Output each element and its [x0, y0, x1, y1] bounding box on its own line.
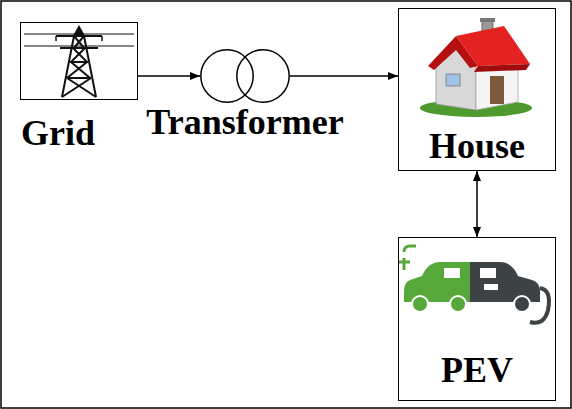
node-label: Transformer	[146, 104, 343, 142]
node-label: House	[429, 128, 525, 166]
connector-arrow	[476, 171, 478, 237]
pev-icon	[398, 246, 549, 323]
house-box: House	[398, 8, 556, 171]
connector-arrow	[138, 75, 200, 77]
transformer-coil	[237, 50, 289, 102]
node-label: Grid	[21, 115, 95, 153]
tower-icon	[24, 27, 134, 97]
pev-box: PEV	[398, 237, 556, 401]
connector-arrow	[290, 75, 398, 77]
transformer-symbol	[200, 48, 290, 104]
node-label: PEV	[441, 352, 513, 390]
house-icon	[420, 18, 532, 117]
grid-box: Grid	[20, 22, 138, 100]
transformer-node: Transformer	[200, 48, 290, 104]
